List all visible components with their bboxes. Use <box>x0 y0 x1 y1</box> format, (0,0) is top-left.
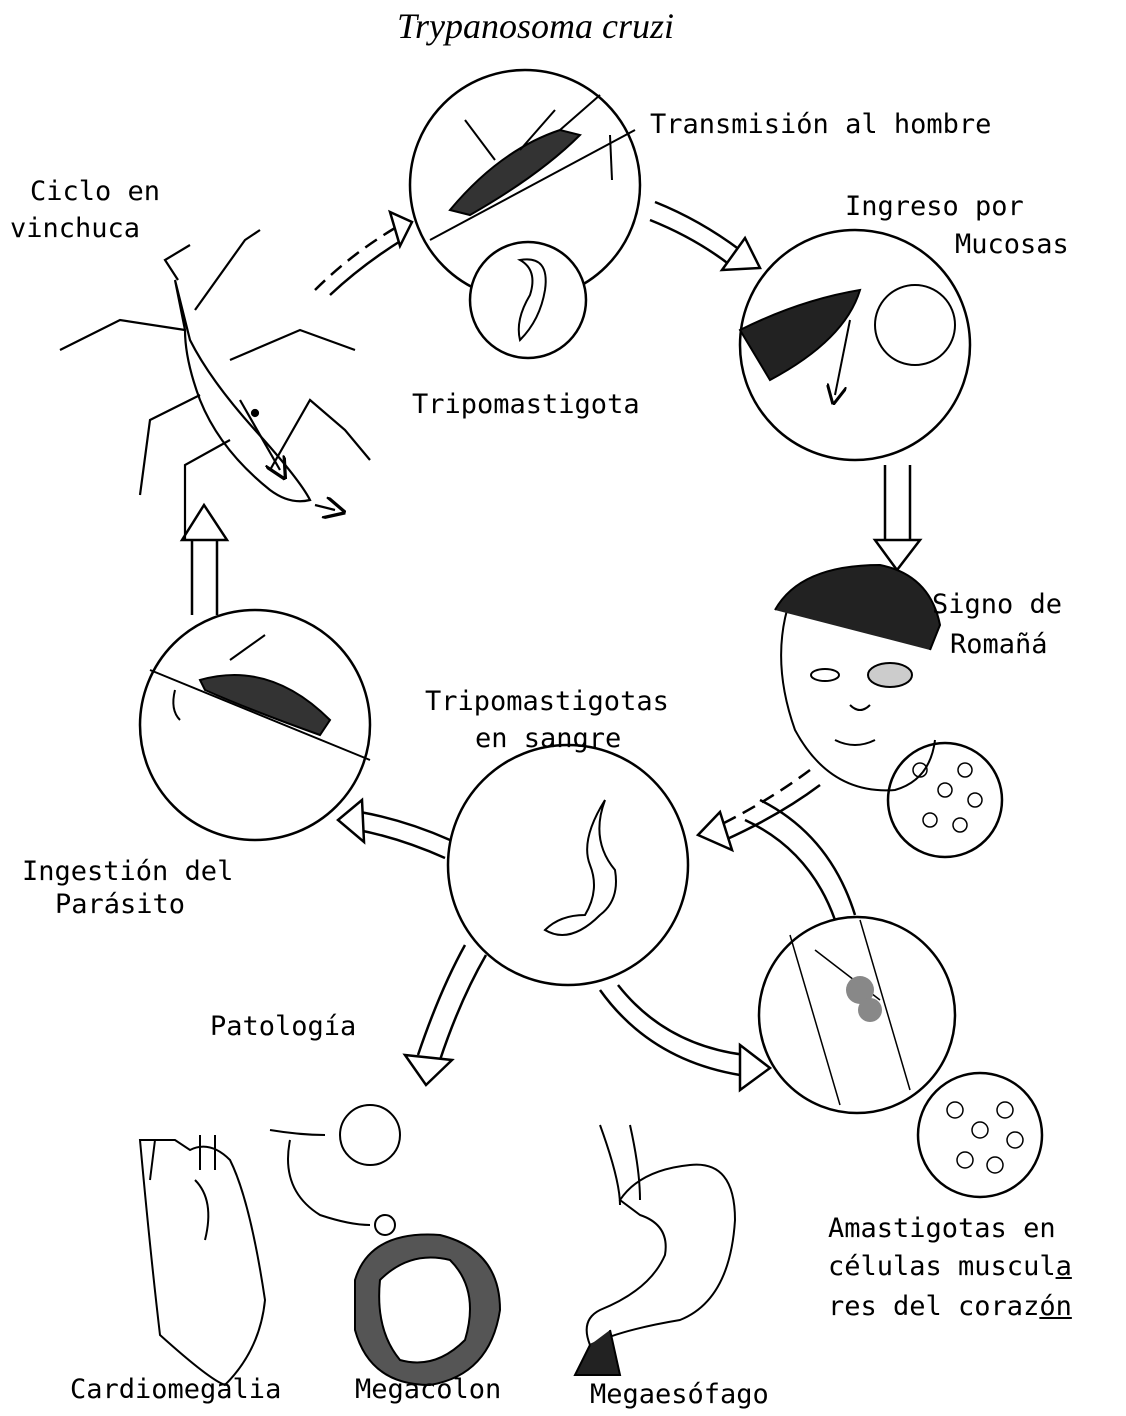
label-tripomastigota: Tripomastigota <box>412 388 640 422</box>
label-ciclo-line2: vinchuca <box>10 212 140 246</box>
heart-illustration <box>140 1135 265 1385</box>
arrow-mucosas-to-romana-icon <box>875 465 920 570</box>
label-megacolon: Megacolon <box>355 1373 501 1407</box>
label-amastigotas-line1: Amastigotas en <box>828 1212 1056 1246</box>
label-amastigotas-line2: células muscula <box>828 1250 1072 1284</box>
colon-illustration <box>270 1105 500 1385</box>
amastigote-cells-illustration <box>888 743 1002 857</box>
label-amastigotas-line2a: células muscul <box>828 1251 1056 1282</box>
label-amastigotas-line2b: a <box>1056 1251 1072 1282</box>
label-cardiomegalia: Cardiomegalia <box>70 1373 281 1407</box>
arrow-romana-to-corazon-icon <box>745 800 855 920</box>
label-signo-line2: Romañá <box>950 628 1048 662</box>
label-transmision: Transmisión al hombre <box>650 108 991 142</box>
arrow-transmision-to-mucosas-icon <box>650 202 760 270</box>
label-amastigotas-line3a: res del coraz <box>828 1291 1039 1322</box>
label-patologia: Patología <box>210 1010 356 1044</box>
label-signo-line1: Signo de <box>932 588 1062 622</box>
label-ingestion-line2: Parásito <box>55 888 185 922</box>
label-tripo-sangre-line1: Tripomastigotas <box>425 685 669 719</box>
label-megaesofago: Megaesófago <box>590 1378 769 1412</box>
label-amastigotas-line3b: ón <box>1039 1291 1072 1322</box>
arrow-romana-to-sangre-icon <box>698 770 820 850</box>
arrow-sangre-to-corazon-icon <box>600 985 770 1090</box>
muscle-tissue-illustration <box>759 917 955 1113</box>
blood-trypanosome-illustration <box>448 745 688 985</box>
feeding-bug-illustration <box>140 610 370 840</box>
amastigote-cells-muscle-illustration <box>918 1073 1042 1197</box>
arrow-sangre-to-patologia-icon <box>405 945 486 1085</box>
arrow-sangre-to-ingestion-icon <box>338 800 450 858</box>
label-ingestion-line1: Ingestión del <box>22 855 233 889</box>
esophagus-stomach-illustration <box>575 1125 735 1375</box>
diagram-title: Trypanosoma cruzi <box>397 5 674 47</box>
arrow-ingestion-to-vinchuca-icon <box>182 505 227 615</box>
vinchuca-insect-illustration <box>60 230 370 540</box>
arrow-vinchuca-to-transmision-icon <box>315 212 412 295</box>
label-ingreso-line2: Mucosas <box>955 228 1069 262</box>
label-amastigotas-line3: res del corazón <box>828 1290 1072 1324</box>
label-ingreso-line1: Ingreso por <box>845 190 1024 224</box>
label-ciclo-line1: Ciclo en <box>30 175 160 209</box>
label-tripo-sangre-line2: en sangre <box>475 722 621 756</box>
